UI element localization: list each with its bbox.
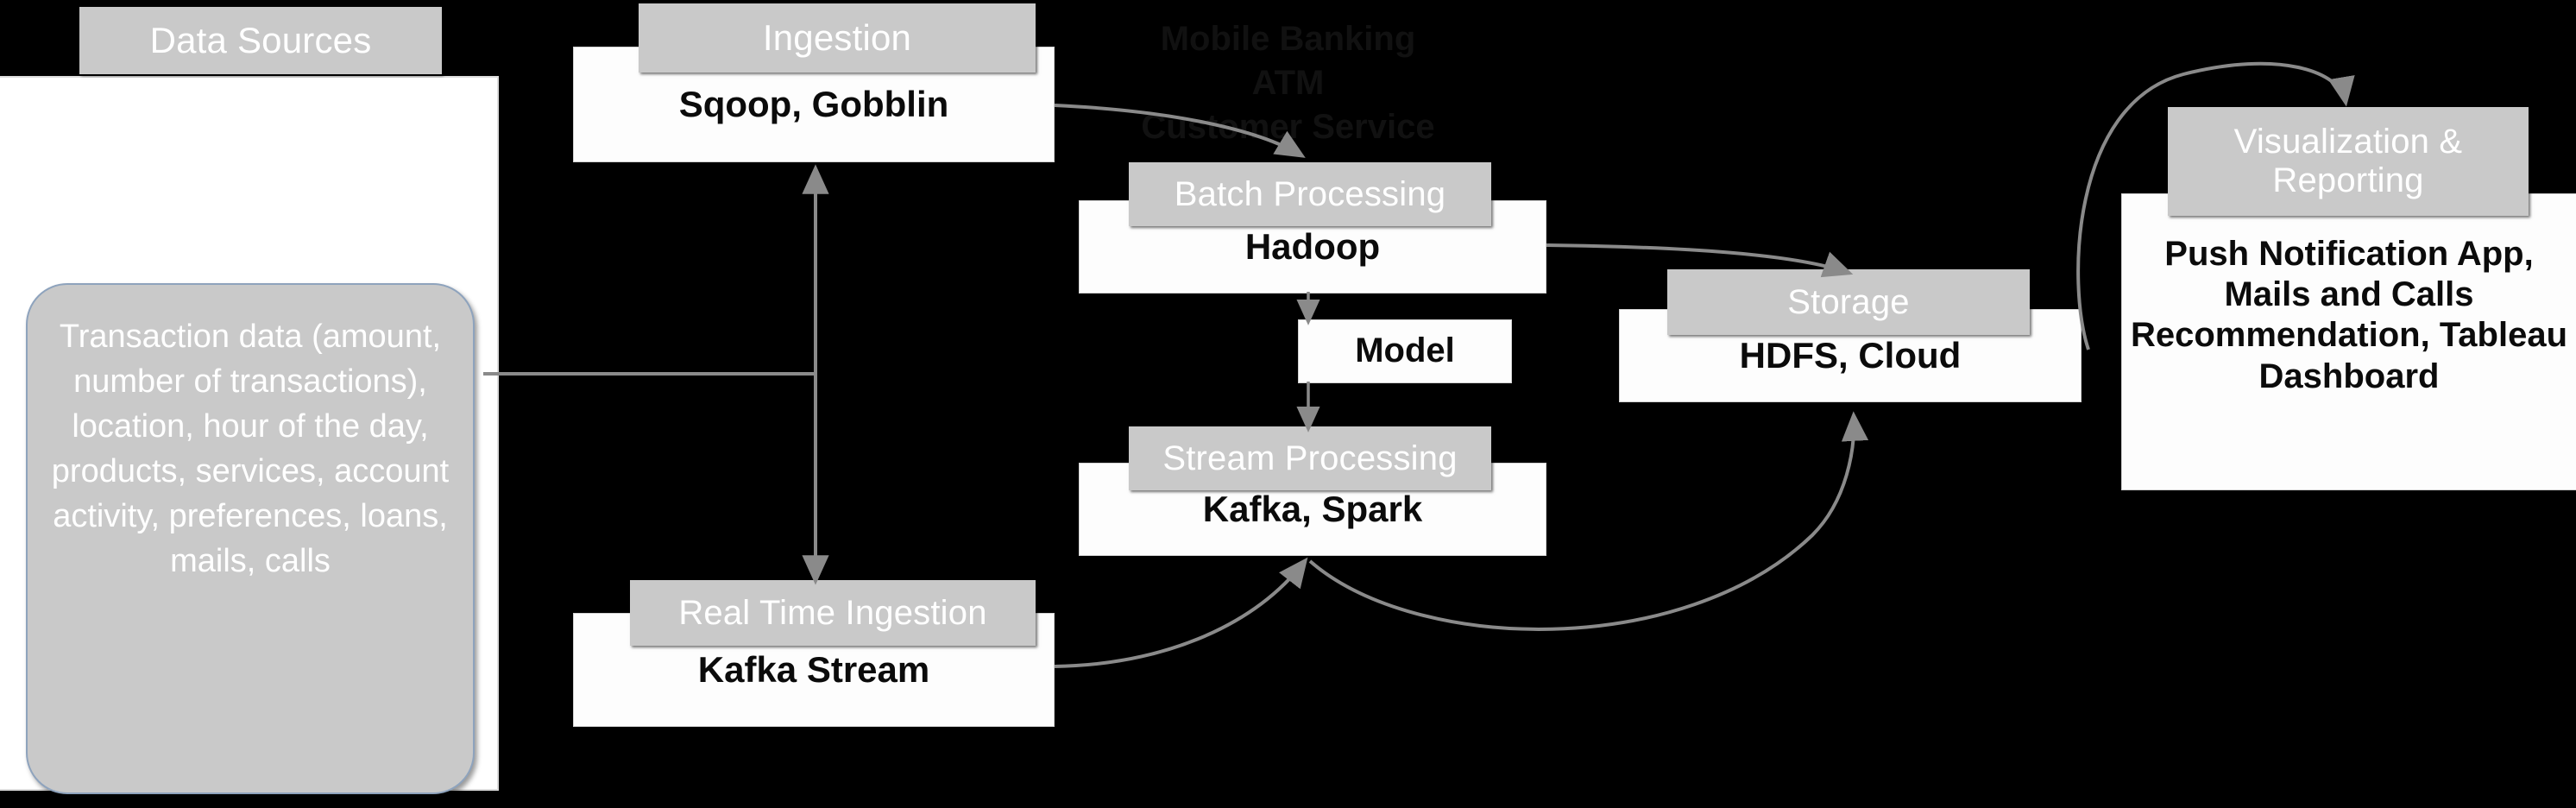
stream-processing-header: Stream Processing: [1129, 426, 1491, 490]
data-sources-list: Mobile Banking ATM Customer Service: [1141, 20, 1435, 147]
ingestion-header: Ingestion: [639, 3, 1036, 73]
data-sources-detail-chip: Transaction data (amount, number of tran…: [26, 283, 475, 794]
model-body: Model: [1298, 319, 1512, 383]
data-sources-header: Data Sources: [79, 7, 442, 74]
connector-real-time-ingestion-to-stream-processing: [1054, 557, 1308, 668]
storage-header: Storage: [1667, 269, 2030, 335]
visualization-body: Push Notification App, Mails and Calls R…: [2121, 193, 2576, 490]
batch-processing-header: Batch Processing: [1129, 162, 1491, 226]
real-time-ingestion-header: Real Time Ingestion: [630, 580, 1036, 646]
